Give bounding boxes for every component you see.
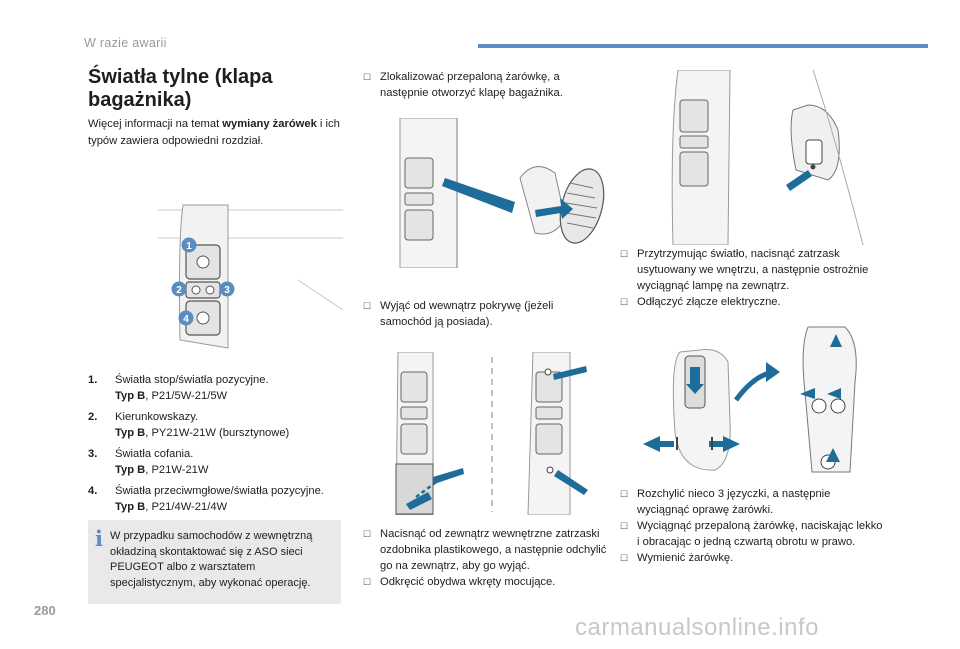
- section-label: W razie awarii: [84, 36, 167, 50]
- header-bar: [478, 44, 928, 48]
- callout-2: 2: [171, 281, 187, 297]
- step-1: ☐Zlokalizować przepaloną żarówkę, a nast…: [363, 71, 563, 99]
- lamp-type: Typ B, P21/4W-21/4W: [115, 500, 228, 513]
- lamp-item: 3. Światła cofania. Typ B, P21W-21W: [88, 447, 343, 478]
- svg-text:2: 2: [176, 285, 182, 296]
- checkbox-bullet-icon: ☐: [363, 301, 372, 311]
- steps-7-9: ☐Rozchylić nieco 3 języczki, a następnie…: [620, 488, 883, 564]
- steps-5-6: ☐Przytrzymując światło, nacisnąć zatrzas…: [620, 248, 869, 308]
- rear-lamp-diagram: 1 2 3 4: [158, 204, 343, 349]
- checkbox-bullet-icon: ☐: [620, 521, 629, 531]
- callout-1: 1: [181, 237, 197, 253]
- watermark: carmanualsonline.info: [575, 614, 819, 641]
- page-title: Światła tylne (klapa bagażnika): [88, 66, 273, 111]
- lamp-item: 1. Światła stop/światła pozycyjne. Typ B…: [88, 373, 343, 404]
- lamp-number: 4.: [88, 485, 98, 497]
- lamp-type: Typ B, P21W-21W: [115, 463, 209, 476]
- info-note-text: W przypadku samochodów z wewnętrzną okła…: [110, 530, 313, 589]
- lamp-type: Typ B, P21/5W-21/5W: [115, 389, 228, 402]
- checkbox-bullet-icon: ☐: [363, 577, 372, 587]
- checkbox-bullet-icon: ☐: [620, 297, 629, 307]
- svg-text:4: 4: [183, 314, 189, 325]
- lamp-type: Typ B, PY21W-21W (bursztynowe): [115, 426, 290, 439]
- lamp-name: Kierunkowskazy.: [115, 411, 199, 423]
- info-note: i W przypadku samochodów z wewnętrzną ok…: [88, 520, 341, 604]
- checkbox-bullet-icon: ☐: [620, 489, 629, 499]
- lamp-number: 2.: [88, 411, 98, 423]
- lamp-item: 4. Światła przeciwmgłowe/światła pozycyj…: [88, 484, 343, 515]
- lamp-name: Światła stop/światła pozycyjne.: [115, 374, 269, 386]
- lamp-name: Światła cofania.: [115, 448, 194, 460]
- callout-3: 3: [219, 281, 235, 297]
- intro-after: i ich typów zawiera odpowiedni rozdział.: [88, 118, 340, 147]
- info-icon: i: [95, 526, 103, 551]
- lamp-number: 1.: [88, 374, 98, 386]
- callout-4: 4: [178, 310, 194, 326]
- lamp-name: Światła przeciwmgłowe/światła pozycyjne.: [115, 485, 324, 497]
- steps-3-4: ☐Nacisnąć od zewnątrz wewnętrzne zatrzas…: [363, 528, 607, 588]
- bulb-holder-diagram: [643, 326, 857, 473]
- intro-before: Więcej informacji na temat: [88, 118, 223, 130]
- checkbox-bullet-icon: ☐: [363, 529, 372, 539]
- checkbox-bullet-icon: ☐: [363, 72, 372, 82]
- lamp-list: 1. Światła stop/światła pozycyjne. Typ B…: [88, 373, 343, 521]
- checkbox-bullet-icon: ☐: [620, 249, 629, 259]
- intro-text: Więcej informacji na temat wymiany żarów…: [88, 116, 348, 150]
- lamp-item: 2. Kierunkowskazy. Typ B, PY21W-21W (bur…: [88, 410, 343, 441]
- extract-lamp-diagram: [671, 70, 864, 245]
- remove-trim-diagram: [395, 352, 588, 515]
- svg-text:3: 3: [224, 285, 230, 296]
- svg-text:1: 1: [186, 241, 192, 252]
- lamp-number: 3.: [88, 448, 98, 460]
- open-tailgate-diagram: [399, 118, 605, 268]
- intro-bold-link: wymiany żarówek: [222, 118, 317, 130]
- page-number: 280: [34, 603, 56, 618]
- step-2: ☐Wyjąć od wewnątrz pokrywę (jeżeli samoc…: [363, 300, 554, 328]
- checkbox-bullet-icon: ☐: [620, 553, 629, 563]
